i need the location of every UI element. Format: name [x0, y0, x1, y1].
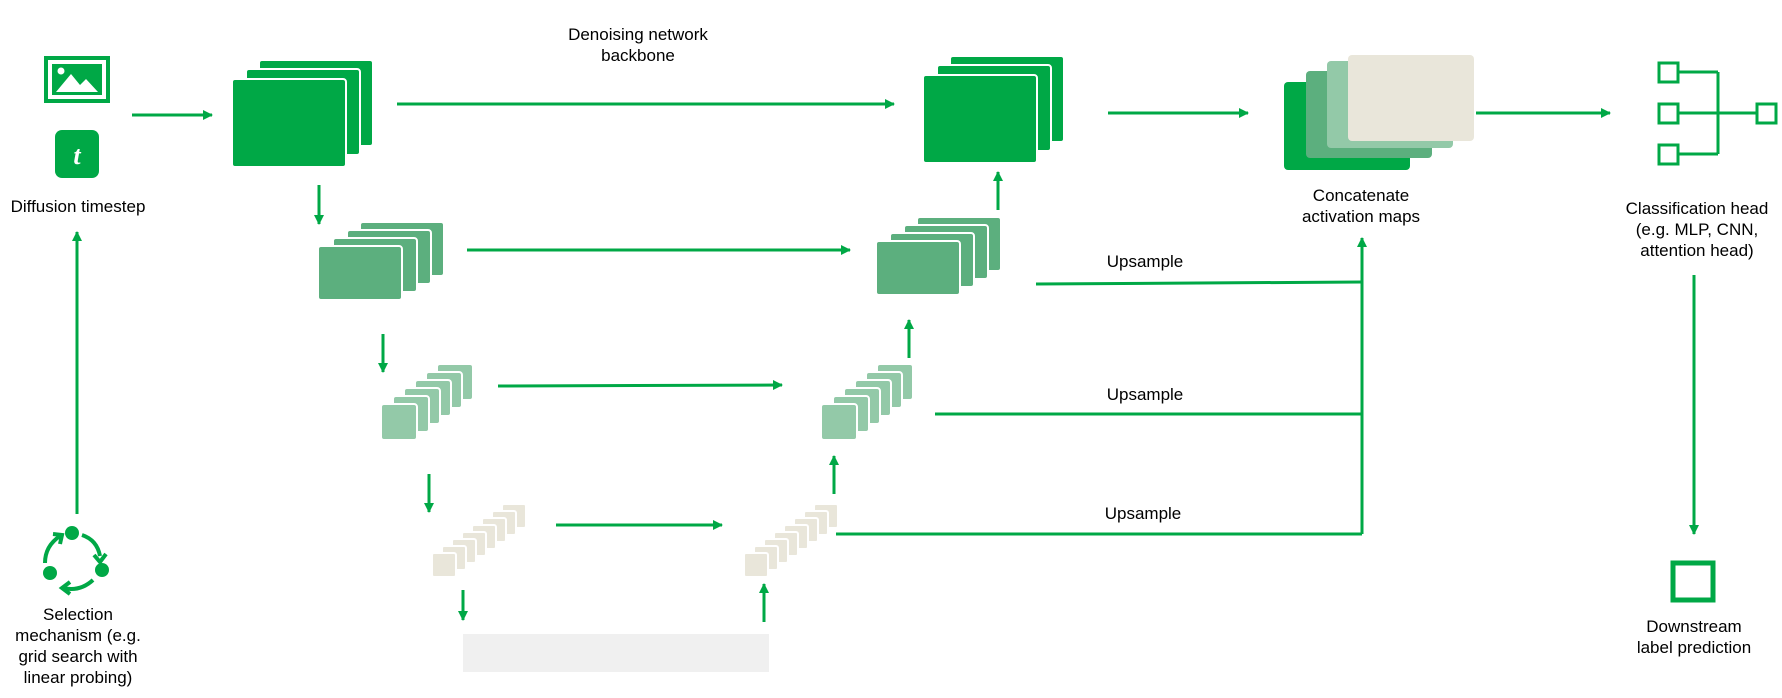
- upsample-connectors: [836, 264, 1364, 536]
- decoder-block-1: [922, 55, 1065, 164]
- label-classification-head: Classification head (e.g. MLP, CNN, atte…: [1625, 199, 1769, 260]
- concat-block: [1284, 55, 1474, 170]
- label-upsample-1: Upsample: [1106, 252, 1184, 271]
- output-square-icon: [1670, 560, 1716, 603]
- decoder-block-3: [820, 363, 914, 441]
- label-diffusion-timestep: Diffusion timestep: [10, 197, 146, 216]
- label-upsample-2: Upsample: [1106, 385, 1184, 404]
- classifier-tree-icon: [1657, 61, 1778, 166]
- encoder-block-4: [431, 503, 527, 578]
- encoder-block-2: [317, 221, 445, 301]
- label-selection-mechanism: Selection mechanism (e.g. grid search wi…: [15, 605, 141, 687]
- label-backbone: Denoising network backbone: [568, 25, 708, 65]
- encoder-block-1: [231, 59, 374, 168]
- decoder-block-4: [743, 503, 839, 578]
- cycle-icon: [43, 526, 109, 596]
- timestep-symbol: t: [73, 141, 81, 170]
- skip-arrow-3: [497, 380, 783, 391]
- bottleneck-block: [463, 634, 769, 672]
- timestep-icon: t: [55, 130, 99, 178]
- encoder-block-3: [380, 363, 474, 441]
- image-icon: [44, 56, 110, 103]
- decoder-block-2: [875, 216, 1002, 296]
- label-downstream: Downstream label prediction: [1636, 617, 1752, 657]
- label-upsample-3: Upsample: [1104, 504, 1182, 523]
- label-concatenate: Concatenate activation maps: [1301, 186, 1421, 226]
